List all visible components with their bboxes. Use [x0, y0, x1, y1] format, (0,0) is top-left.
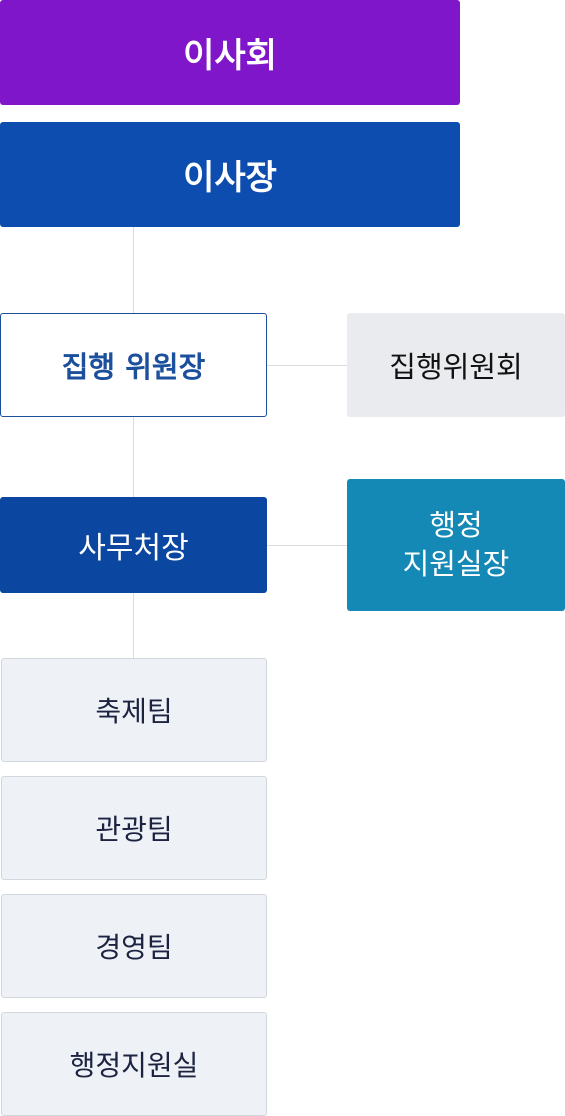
team-node-festival: 축제팀: [1, 658, 267, 762]
executive-committee-label: 집행위원회: [389, 350, 523, 384]
board-node: 이사회: [0, 0, 460, 105]
connector-secretary-to-teams: [133, 593, 134, 658]
executive-chair-label: 집행 위원장: [61, 350, 206, 384]
chairman-label: 이사장: [183, 158, 277, 198]
team-node-management: 경영팀: [1, 894, 267, 998]
team-label: 경영팀: [95, 931, 173, 964]
secretary-general-node: 사무처장: [0, 497, 267, 593]
connector-chairman-to-exec-chair: [133, 227, 134, 313]
connector-exec-chair-to-secretary: [133, 417, 134, 497]
admin-support-director-label-line-2: 지원실장: [402, 547, 510, 581]
admin-support-director-node: 행정 지원실장: [347, 479, 565, 611]
team-node-admin-support-office: 행정지원실: [1, 1012, 267, 1116]
executive-committee-node: 집행위원회: [347, 313, 565, 417]
team-node-tourism: 관광팀: [1, 776, 267, 880]
board-label: 이사회: [183, 36, 277, 76]
executive-chair-node: 집행 위원장: [0, 313, 267, 417]
connector-secretary-to-admin-support: [267, 545, 347, 546]
secretary-general-label: 사무처장: [78, 531, 189, 566]
team-label: 행정지원실: [69, 1049, 199, 1082]
connector-exec-chair-to-committee: [267, 365, 347, 366]
team-label: 관광팀: [95, 813, 173, 846]
team-label: 축제팀: [95, 695, 173, 728]
admin-support-director-label-line-1: 행정: [429, 508, 483, 542]
chairman-node: 이사장: [0, 122, 460, 227]
